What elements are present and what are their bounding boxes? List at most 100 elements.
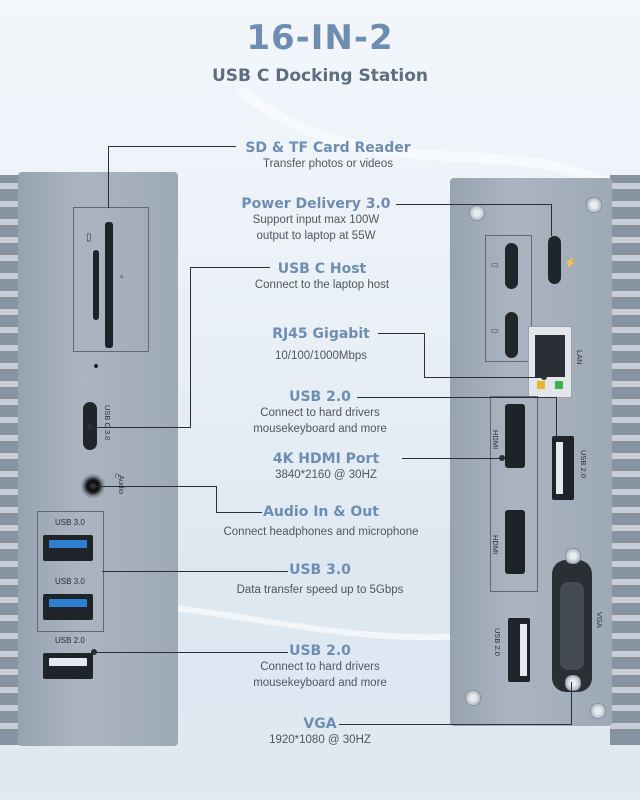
connector-line [378,333,424,334]
connector-line [108,146,236,147]
hdmi-label-a: HDMI [491,430,500,450]
connector-line [216,486,217,512]
connector-dot [499,455,505,461]
tf-card-slot[interactable] [93,250,99,320]
feature-title: USB 3.0 [289,562,351,578]
connector-line [556,397,557,439]
feature-desc: output to laptop at 55W [256,230,376,242]
usb3-label-a: USB 3.0 [55,518,85,527]
connector-line [424,333,425,377]
hdmi-port-a[interactable] [505,404,525,468]
screw-icon [565,548,581,564]
feature-power-delivery: Power Delivery 3.0 Support input max 100… [236,196,396,244]
usb-c-host-port-b[interactable] [505,312,518,358]
feature-desc: mousekeyboard and more [253,677,387,689]
screw-icon [586,197,602,213]
feature-sd-card-reader: SD & TF Card Reader Transfer photos or v… [238,140,418,172]
connector-line [93,486,216,487]
usb2-front-port[interactable] [43,653,93,679]
power-delivery-port[interactable] [548,236,561,284]
feature-title: USB 2.0 [289,643,351,659]
feature-usb2-front: USB 2.0 Connect to hard drivers mousekey… [240,643,400,691]
usb-c-label: USB C 3.0 [103,405,112,441]
connector-dot [87,424,93,430]
usb2-front-label: USB 2.0 [55,636,85,645]
back-cooling-fins [610,175,640,745]
connector-line [108,146,109,208]
feature-desc: Support input max 100W [252,214,380,226]
hdmi-port-b[interactable] [505,510,525,574]
sd-card-slot[interactable] [105,222,113,348]
page-subtitle: USB C Docking Station [211,66,429,86]
feature-desc: Transfer photos or videos [263,158,393,170]
feature-desc: 1920*1080 @ 30HZ [269,734,371,746]
connector-line [190,267,191,427]
feature-usb-c-host: USB C Host Connect to the laptop host [232,261,412,293]
connector-line [102,571,288,572]
feature-usb2-back: USB 2.0 Connect to hard drivers mousekey… [240,389,400,437]
feature-usb3: USB 3.0 Data transfer speed up to 5Gbps [220,562,420,598]
vga-label: VGA [595,612,604,628]
feature-title: USB C Host [277,261,367,277]
hdmi-port-group [490,396,538,592]
usb2-back-label-a: USB 2.0 [579,450,588,478]
screw-icon [590,703,606,719]
laptop-icon: ▭ [491,260,499,269]
feature-rj45: RJ45 Gigabit 10/100/1000Mbps [256,326,386,364]
feature-title: VGA [303,716,337,732]
feature-title: Audio In & Out [263,504,379,520]
laptop-icon: ▭ [491,326,499,335]
connector-line [551,204,552,236]
connector-dot [91,649,97,655]
feature-audio: Audio In & Out Connect headphones and mi… [206,504,436,540]
screw-icon [465,690,481,706]
hdmi-label-b: HDMI [491,535,500,555]
feature-desc: 3840*2160 @ 30HZ [275,469,377,481]
connector-dot [90,483,96,489]
connector-line [216,512,262,513]
usb-c-host-port-a[interactable] [505,243,518,289]
connector-line [396,204,551,205]
status-led [94,364,98,368]
usb2-back-port-a[interactable] [552,436,574,500]
connector-line [94,652,288,653]
feature-desc: Connect headphones and microphone [223,526,419,538]
feature-desc: mousekeyboard and more [253,423,387,435]
connector-line [402,458,502,459]
connector-line [190,267,270,268]
usb3-port-a[interactable] [43,535,93,561]
card-reader-area [73,207,149,352]
feature-title: USB 2.0 [289,389,351,405]
feature-desc: Data transfer speed up to 5Gbps [236,584,404,596]
connector-line [571,682,572,725]
usb3-port-b[interactable] [43,594,93,620]
connector-line [357,397,556,398]
feature-desc: Connect to hard drivers [260,407,380,419]
connector-line [339,724,571,725]
lan-label: LAN [575,350,584,365]
screw-icon [469,205,485,221]
vga-port[interactable] [552,560,592,692]
feature-title: SD & TF Card Reader [245,140,411,156]
feature-desc: Connect to hard drivers [260,661,380,673]
usb2-back-port-b[interactable] [508,618,530,682]
power-plug-icon: ⚡ [564,258,577,269]
connector-line [90,427,191,428]
feature-vga: VGA 1920*1080 @ 30HZ [250,716,390,748]
usb3-label-b: USB 3.0 [55,577,85,586]
rj45-lan-port[interactable] [528,326,572,398]
page-title: 16-IN-2 [246,18,394,58]
usb-c-host-group [485,235,532,362]
feature-hdmi: 4K HDMI Port 3840*2160 @ 30HZ [256,451,396,483]
front-cooling-fins [0,175,20,745]
headphone-icon: ∩ [114,470,121,480]
tf-card-icon: ▫ [120,272,124,283]
feature-desc: Connect to the laptop host [254,279,390,291]
screw-icon [565,675,581,691]
feature-title: RJ45 Gigabit [272,326,370,342]
feature-desc: 10/100/1000Mbps [274,350,368,362]
usb2-back-label-b: USB 2.0 [493,628,502,656]
feature-title: Power Delivery 3.0 [241,196,391,212]
sd-card-icon: ▯ [86,232,92,243]
feature-title: 4K HDMI Port [272,451,380,467]
